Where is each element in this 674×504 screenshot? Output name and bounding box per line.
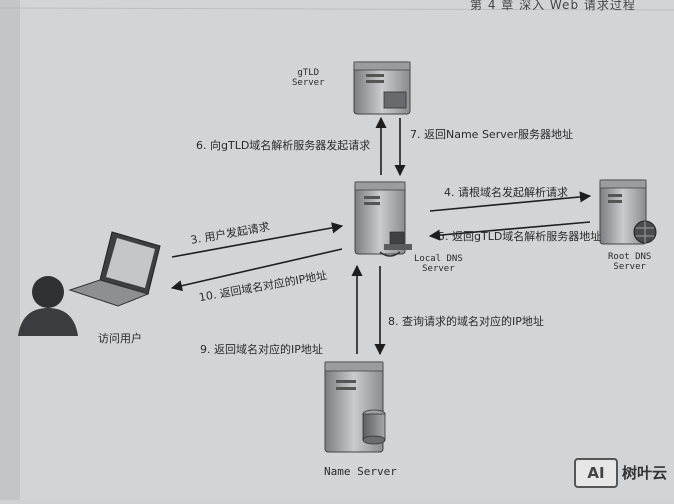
root-dns-server-icon [599, 179, 657, 245]
gtld-server-icon [353, 61, 411, 115]
laptop-icon [68, 231, 161, 307]
page-header: 第 4 章 深入 Web 请求过程 [470, 0, 636, 12]
user-label: 访问用户 [98, 332, 142, 345]
name-server-label: Name Server [324, 465, 397, 478]
arrow-step10 [170, 248, 343, 292]
local-dns-server-label: Local DNS Server [414, 254, 463, 274]
step8-label: 8. 查询请求的域名对应的IP地址 [388, 315, 544, 328]
root-dns-server-label: Root DNS Server [608, 252, 652, 272]
watermark-logo: AI [574, 458, 618, 488]
name-server-icon [324, 361, 386, 453]
step9-label: 9. 返回域名对应的IP地址 [200, 343, 323, 356]
step4-label: 4. 请根域名发起解析请求 [444, 186, 568, 199]
arrow-step4 [429, 191, 592, 212]
step6-label: 6. 向gTLD域名解析服务器发起请求 [196, 139, 371, 152]
gtld-server-label: gTLD Server [292, 68, 325, 88]
arrow-step3 [171, 222, 344, 258]
local-dns-server-icon [354, 181, 412, 257]
step5-label: 5. 返回gTLD域名解析服务器地址 [438, 230, 602, 243]
step7-label: 7. 返回Name Server服务器地址 [410, 128, 574, 141]
arrow-step5 [428, 221, 591, 241]
watermark-text: 树叶云 [622, 464, 668, 482]
arrows [170, 116, 592, 356]
user-icon [18, 276, 78, 336]
